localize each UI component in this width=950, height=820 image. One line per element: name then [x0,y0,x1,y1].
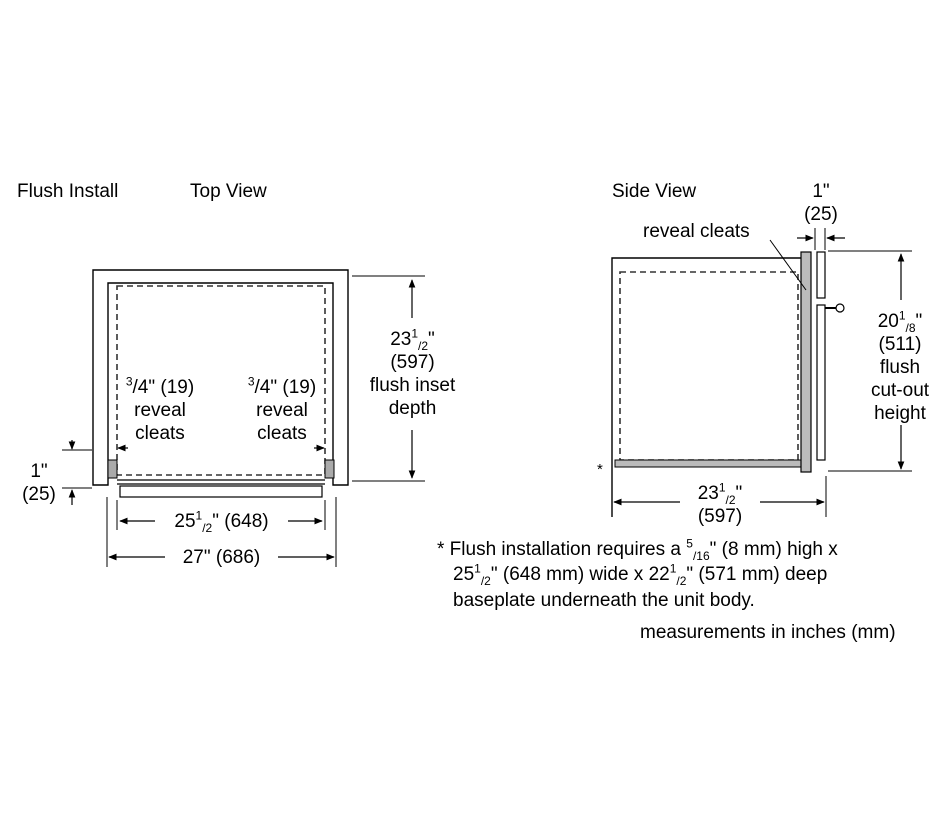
front-panel [117,479,325,485]
side-view-drawing [611,228,912,517]
left-cleat-label: 3/4" (19) reveal cleats [125,374,195,444]
side-height-label: 201/8" (511) flush cut-out height [870,308,930,424]
side-unit-body [619,271,799,461]
footnote-line-2: 251/2" (648 mm) wide x 221/2" (571 mm) d… [453,561,828,588]
footnote-line-3: baseplate underneath the unit body. [453,590,755,611]
depth-extension-lines [352,275,425,482]
left-cleat [107,459,118,479]
footnote-line-1: * Flush installation requires a 5/16" (8… [437,536,838,563]
side-extension-lines [611,228,912,517]
depth-label: 231/2" (597) flush inset depth [369,326,456,419]
baseplate-asterisk: * [597,461,603,478]
front-gap-label: 1" (25) [22,461,56,505]
top-view-dimensions [68,279,416,561]
side-cabinet-outline [611,257,802,517]
cabinet-outline [92,269,349,486]
side-view-heading: Side View [612,181,697,202]
side-depth-label: 231/2" (597) [697,480,743,527]
width-extension-lines [106,497,337,567]
top-view-drawing [62,269,425,567]
baseplate [614,459,802,468]
front-trim [119,485,323,498]
handle-knob [835,303,845,313]
cleat-leader [769,239,807,291]
units-note: measurements in inches (mm) [640,622,896,643]
top-view-heading: Top View [190,181,267,202]
outer-width-label: 27" (686) [182,547,261,568]
gap-extension-lines [62,449,92,489]
inner-width-label: 251/2" (648) [174,508,269,535]
right-cleat-label: 3/4" (19) reveal cleats [247,374,317,444]
unit-body-outline [116,285,326,476]
side-gap-label: 1" (25) [804,181,838,225]
right-cleat [324,459,335,479]
side-cleat-panel [800,251,812,473]
door-top [816,251,826,299]
flush-install-heading: Flush Install [17,181,119,202]
side-view-dimensions [613,234,905,506]
side-cleats-label: reveal cleats [643,221,750,242]
door-bottom [816,304,826,461]
